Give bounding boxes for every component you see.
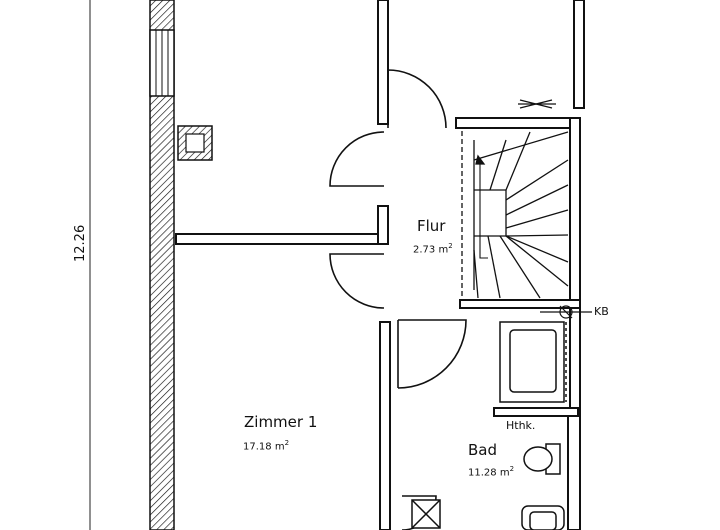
room-area-zimmer-1: 17.18 m2 bbox=[243, 439, 290, 453]
room-name-zimmer-1: Zimmer 1 bbox=[244, 413, 318, 431]
room-area-flur: 2.73 m2 bbox=[413, 242, 453, 256]
staircase bbox=[461, 127, 571, 301]
sink bbox=[521, 505, 565, 530]
room-name-flur: Flur bbox=[417, 217, 446, 235]
room-name-bad: Bad bbox=[468, 441, 498, 459]
interior-walls bbox=[175, 0, 585, 530]
toilet bbox=[523, 443, 561, 475]
shaft-symbol bbox=[411, 499, 441, 529]
door-swings bbox=[329, 69, 467, 530]
bathtub bbox=[499, 321, 567, 403]
dimension-label: 12.26 bbox=[73, 224, 88, 262]
kb-connection-symbol bbox=[540, 305, 592, 319]
hhk-label: Hthk. bbox=[506, 419, 536, 432]
room-area-bad: 11.28 m2 bbox=[468, 465, 515, 479]
vent-symbol bbox=[518, 99, 556, 109]
kb-label: KB bbox=[594, 305, 609, 318]
west-exterior-wall bbox=[149, 0, 175, 530]
chimney bbox=[177, 125, 213, 161]
